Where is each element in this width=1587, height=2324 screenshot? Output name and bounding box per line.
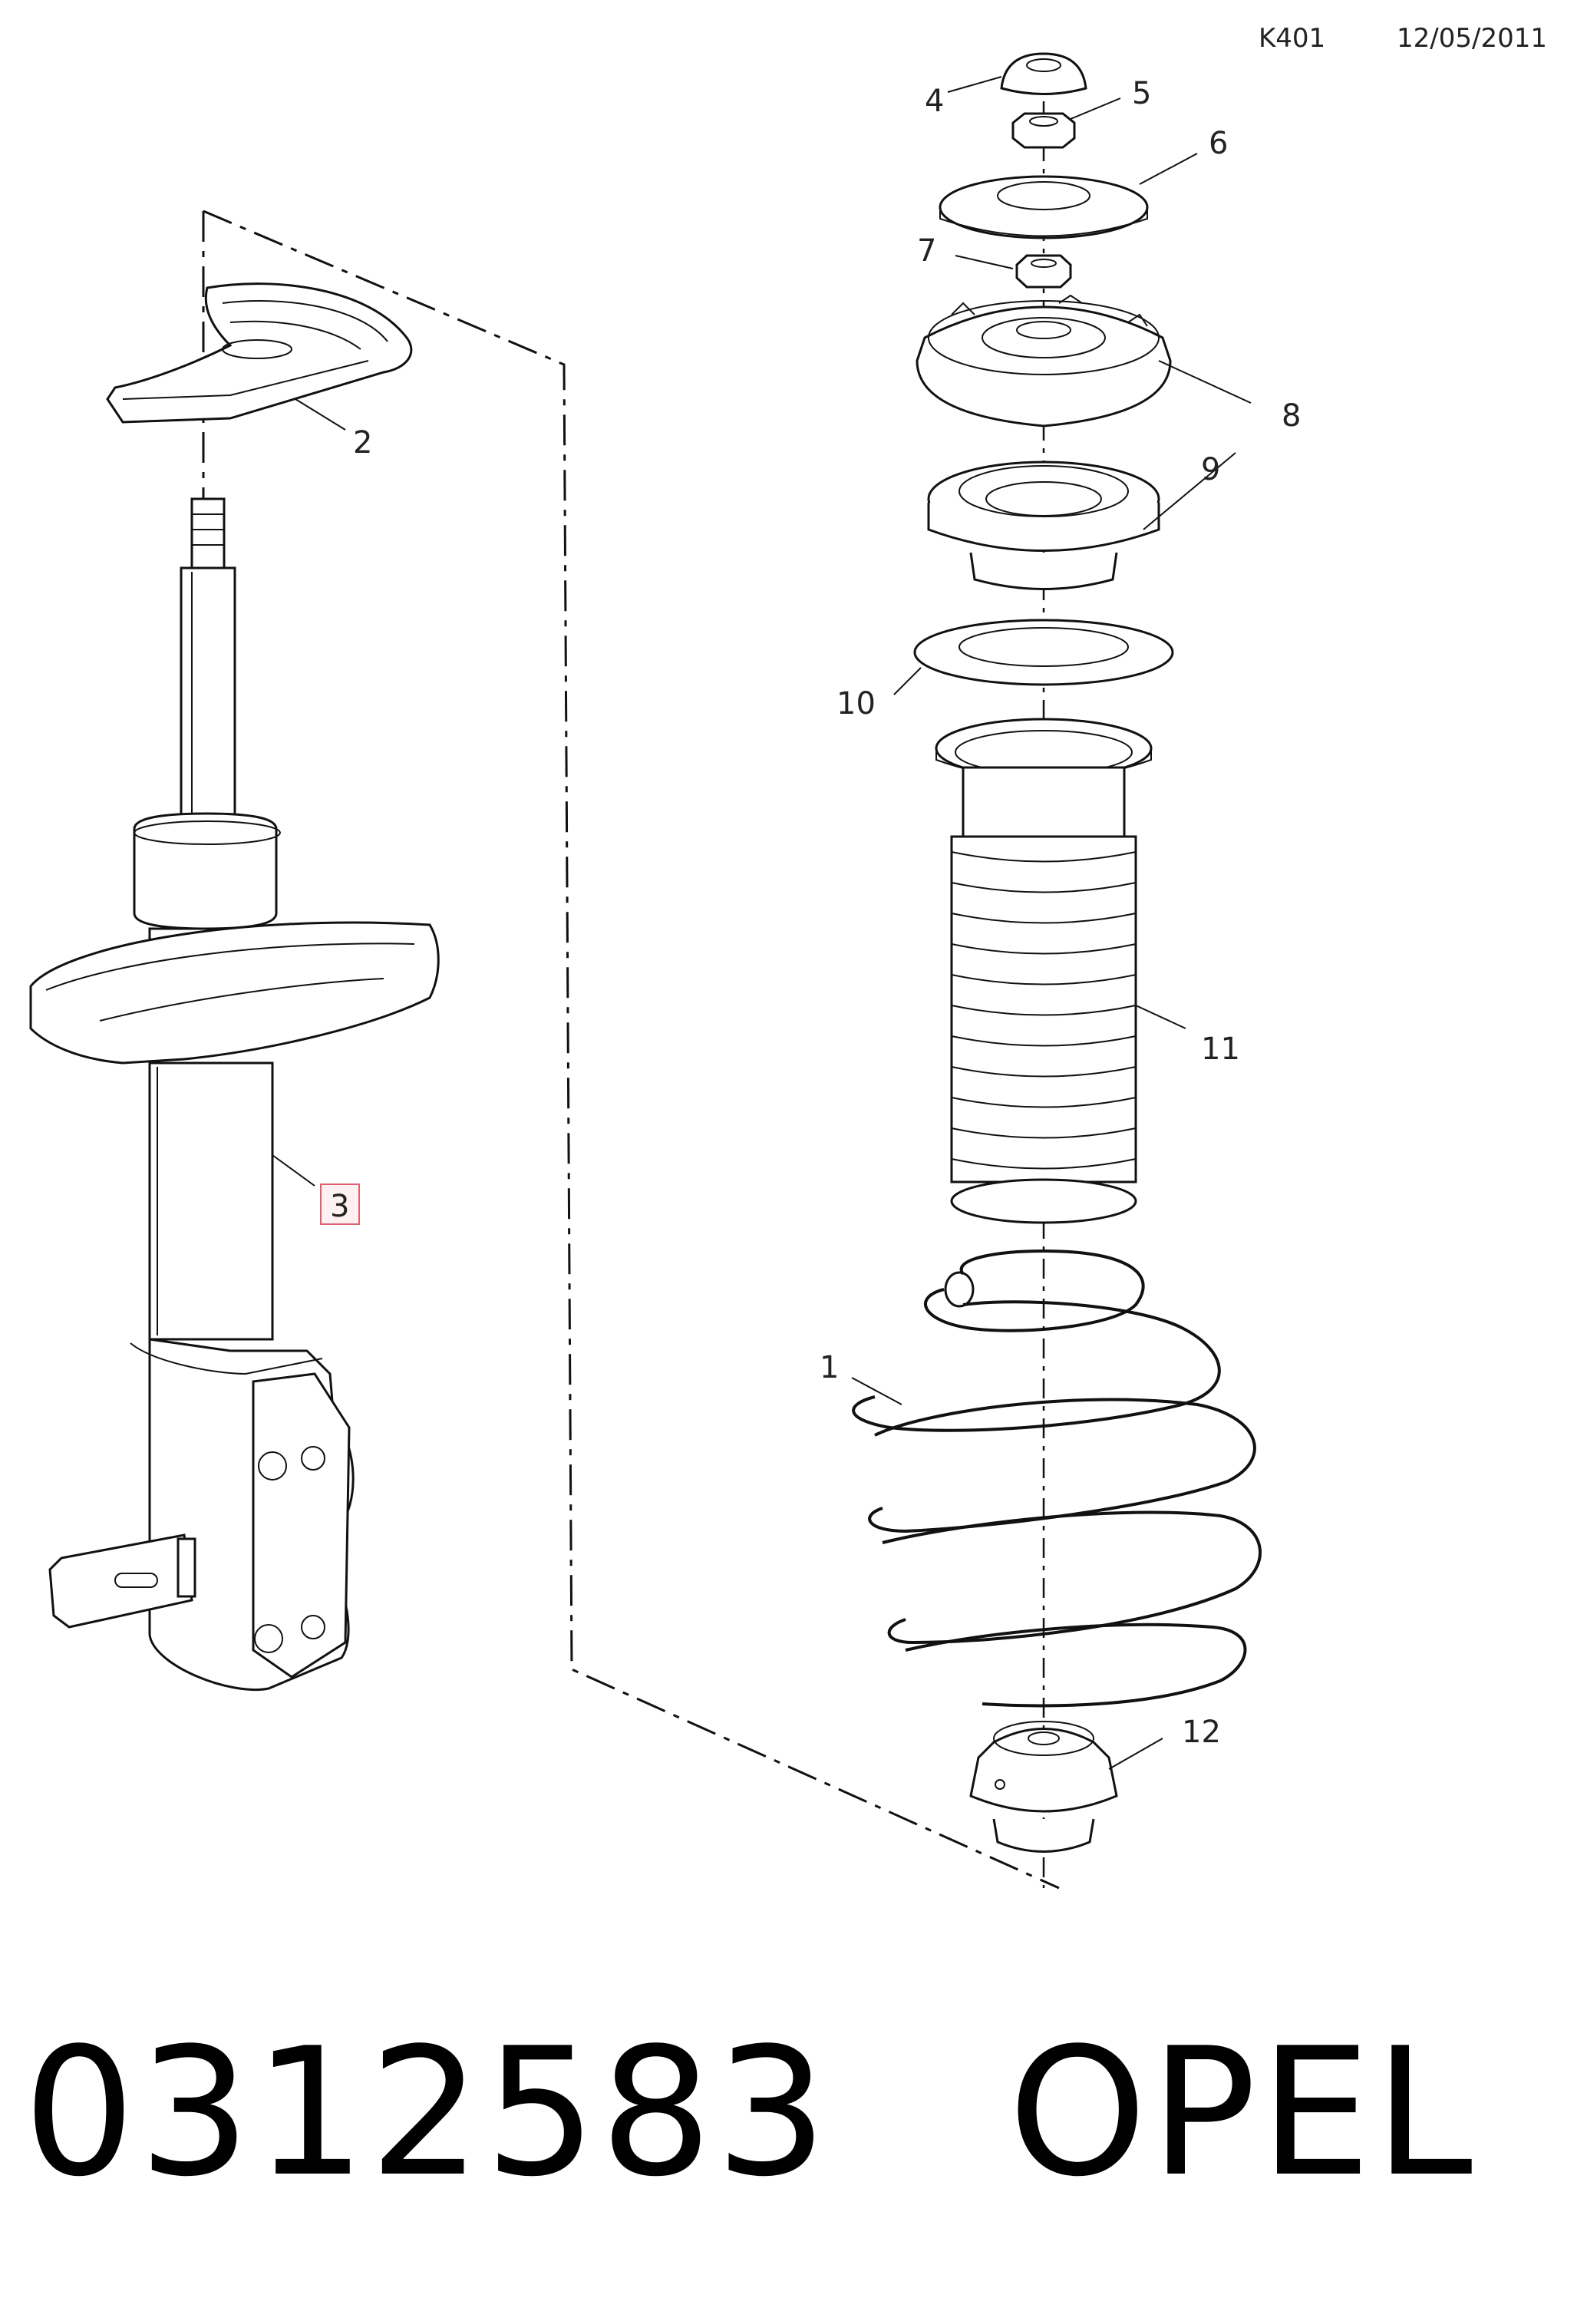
brand-name: OPEL — [1008, 2011, 1476, 2216]
part-9-bearing — [927, 461, 1160, 590]
callout-11: 11 — [1201, 1032, 1240, 1067]
callout-12: 12 — [1182, 1715, 1221, 1750]
assembly-frame — [202, 210, 1060, 1890]
callout-3: 3 — [330, 1189, 349, 1224]
part-10-shim — [913, 619, 1174, 686]
callout-3-highlight-box — [320, 1183, 360, 1225]
callout-5: 5 — [1132, 76, 1151, 111]
callout-9: 9 — [1201, 452, 1220, 487]
diagram-date: 12/05/2011 — [1397, 23, 1547, 54]
callout-1: 1 — [820, 1350, 839, 1385]
part-8-top-mount — [916, 294, 1172, 427]
callout-4: 4 — [925, 84, 944, 119]
part-5-nut — [1011, 112, 1076, 149]
part-11-bellows — [935, 718, 1153, 1224]
leader-lines — [272, 76, 1252, 1770]
footer-title: 0312583 OPEL — [23, 2011, 1476, 2216]
callout-6: 6 — [1209, 126, 1228, 161]
part-1-coil-spring — [852, 1249, 1262, 1708]
spring-seat-upper — [106, 282, 413, 424]
callout-10: 10 — [836, 686, 876, 721]
part-6-washer — [939, 175, 1149, 239]
piston-rod — [180, 497, 236, 830]
callout-8: 8 — [1282, 398, 1301, 434]
part-7-nut — [1015, 254, 1072, 289]
part-number: 0312583 — [23, 2011, 831, 2216]
callout-7: 7 — [917, 233, 936, 269]
callout-2: 2 — [353, 425, 372, 461]
part-12-bump-stop — [969, 1721, 1118, 1853]
diagram-code: K401 — [1259, 23, 1326, 54]
part-4-cap — [1000, 52, 1087, 95]
strut-body — [29, 812, 440, 1691]
